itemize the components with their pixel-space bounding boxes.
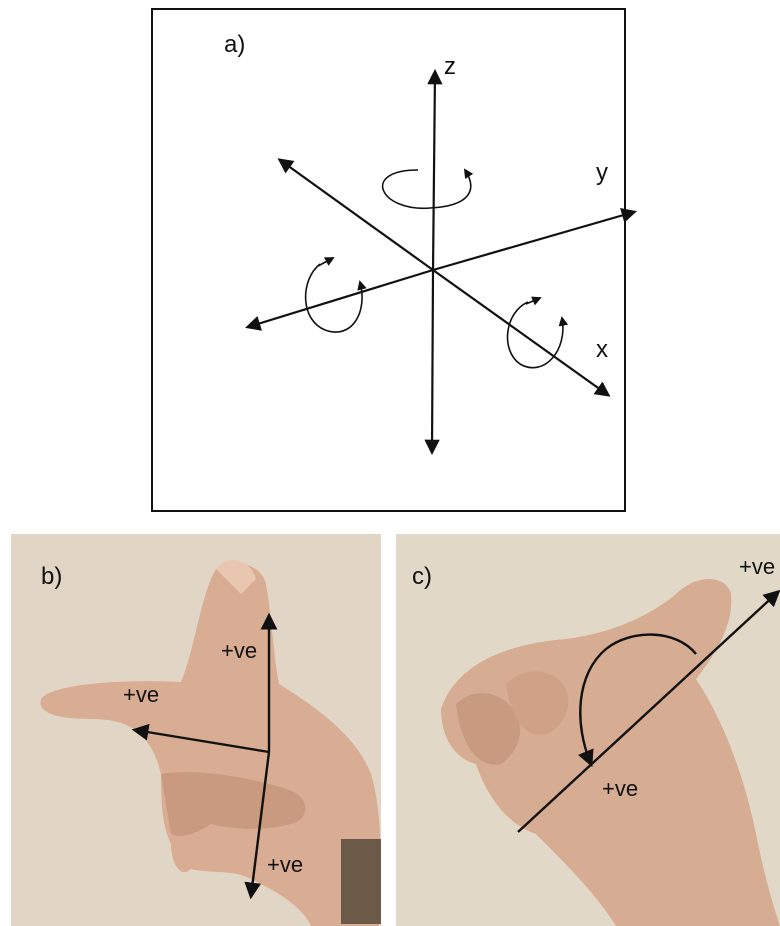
thumb-axis-arrow [517,589,780,833]
middle-axis-arrow [244,751,271,900]
axis-positive-label: +ve [739,554,775,579]
right-hand-axes-photo: b) +ve +ve +ve [11,534,381,926]
rotation-arc-arrow [578,633,697,768]
panel-c-label: c) [412,563,432,590]
thumb-rotation-photo: c) +ve +ve [396,534,780,926]
axes-diagram-panel [151,8,626,512]
panel-b-label: b) [41,563,62,590]
index-axis-arrow [131,723,270,754]
thumb-axis-label: +ve [221,638,257,663]
fist-shape [441,579,780,926]
hand-shape [40,563,381,926]
rotation-positive-label: +ve [602,776,638,801]
index-axis-label: +ve [123,682,159,707]
middle-axis-label: +ve [267,852,303,877]
watch-strap [341,839,381,924]
